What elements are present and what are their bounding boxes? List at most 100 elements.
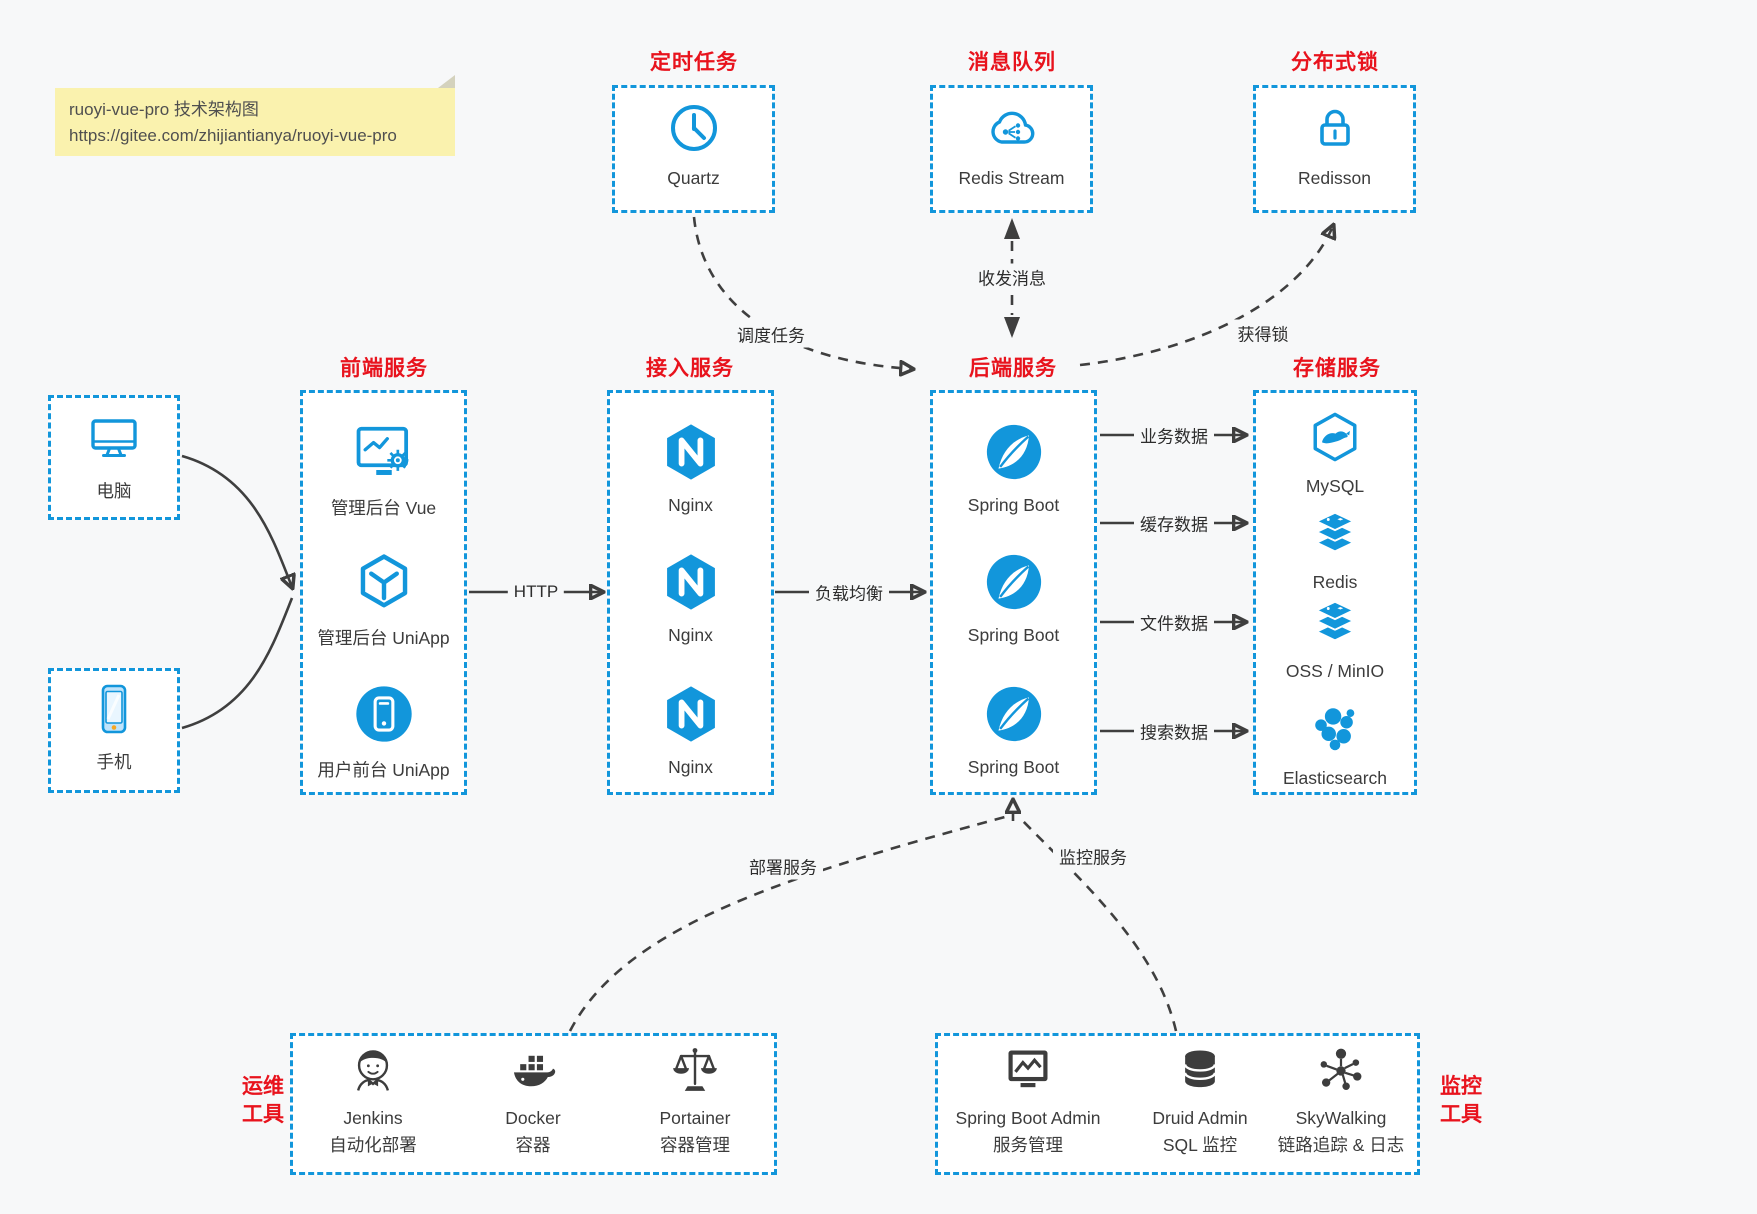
edge-label-search: 搜索数据 xyxy=(1134,717,1214,745)
springboot-node-2: Spring Boot xyxy=(933,551,1094,646)
monitor-chart-icon xyxy=(1002,1044,1054,1101)
mysql-dolphin-icon xyxy=(1308,410,1362,469)
elasticsearch-node: Elasticsearch xyxy=(1256,702,1414,789)
quartz-node: Quartz xyxy=(615,100,772,189)
group-title-distributed-lock: 分布式锁 xyxy=(1291,51,1379,74)
redisson-label: Redisson xyxy=(1298,168,1371,188)
docker-sub-label: 容器 xyxy=(515,1135,551,1155)
lock-icon xyxy=(1307,100,1363,161)
group-title-scheduled-tasks: 定时任务 xyxy=(650,51,738,74)
admin-screen-gear-icon xyxy=(353,421,415,488)
edge-label-cache: 缓存数据 xyxy=(1134,509,1214,537)
edge-label-schedule: 调度任务 xyxy=(731,320,811,348)
springboot-label-1: Spring Boot xyxy=(967,495,1060,515)
mysql-node: MySQL xyxy=(1256,410,1414,497)
phone-label: 手机 xyxy=(96,752,132,772)
schedule-task-arrow xyxy=(692,216,912,369)
clock-icon xyxy=(666,100,722,161)
springboot-node-3: Spring Boot xyxy=(933,683,1094,778)
redis-stream-label: Redis Stream xyxy=(958,168,1065,188)
oss-minio-label: OSS / MinIO xyxy=(1285,661,1385,681)
elasticsearch-label: Elasticsearch xyxy=(1282,768,1388,788)
edge-label-file: 文件数据 xyxy=(1134,608,1214,636)
nginx-node-3: Nginx xyxy=(610,683,771,778)
computer-node: 电脑 xyxy=(51,410,177,503)
phone-panel: 手机 xyxy=(48,668,180,793)
messaging-arrowhead-up xyxy=(1004,218,1020,239)
computer-label: 电脑 xyxy=(96,481,132,501)
group-title-access: 接入服务 xyxy=(646,357,734,380)
druid-admin-label: Druid Admin xyxy=(1152,1108,1248,1128)
springboot-label-2: Spring Boot xyxy=(967,625,1060,645)
group-title-frontend: 前端服务 xyxy=(340,357,428,380)
edge-label-messaging: 收发消息 xyxy=(972,263,1052,291)
mysql-label: MySQL xyxy=(1305,476,1365,496)
edge-label-load-balance: 负载均衡 xyxy=(809,578,889,606)
note-title: ruoyi-vue-pro 技术架构图 xyxy=(69,100,259,119)
skywalking-node: SkyWalking 链路追踪 & 日志 xyxy=(1256,1044,1426,1157)
monitor-service-arrow xyxy=(1020,818,1178,1032)
druid-admin-node: Druid Admin SQL 监控 xyxy=(1115,1044,1285,1157)
nginx-label-3: Nginx xyxy=(668,757,713,777)
mobile-icon xyxy=(86,681,142,742)
storage-panel: MySQL Redis OSS / MinIO Elasticsearch xyxy=(1253,390,1417,795)
skywalking-label: SkyWalking xyxy=(1295,1108,1387,1128)
sticky-note: ruoyi-vue-pro 技术架构图 https://gitee.com/zh… xyxy=(55,75,455,156)
redisson-panel: Redisson xyxy=(1253,85,1416,213)
docker-label: Docker xyxy=(505,1108,561,1128)
edge-label-business: 业务数据 xyxy=(1134,421,1214,449)
group-title-storage: 存储服务 xyxy=(1293,357,1381,380)
portainer-node: Portainer 容器管理 xyxy=(615,1044,775,1157)
monitoring-tools-panel: Spring Boot Admin 服务管理 Druid Admin SQL 监… xyxy=(935,1033,1420,1175)
spring-icon xyxy=(983,551,1045,618)
spring-boot-admin-label: Spring Boot Admin xyxy=(955,1108,1101,1128)
group-title-message-queue: 消息队列 xyxy=(968,51,1056,74)
spring-icon xyxy=(983,683,1045,750)
user-uniapp-label: 用户前台 UniApp xyxy=(317,760,450,780)
jenkins-label: Jenkins xyxy=(343,1108,403,1128)
jenkins-node: Jenkins 自动化部署 xyxy=(293,1044,453,1157)
note-url: https://gitee.com/zhijiantianya/ruoyi-vu… xyxy=(69,125,397,145)
nginx-label-2: Nginx xyxy=(668,625,713,645)
desktop-icon xyxy=(86,410,142,471)
scales-icon xyxy=(669,1044,721,1101)
nginx-label-1: Nginx xyxy=(668,495,713,515)
frontend-panel: 管理后台 Vue 管理后台 UniApp 用户前台 UniApp xyxy=(300,390,467,795)
admin-uniapp-node: 管理后台 UniApp xyxy=(303,551,464,650)
docker-node: Docker 容器 xyxy=(453,1044,613,1157)
circle-phone-icon xyxy=(353,683,415,750)
jenkins-icon xyxy=(347,1044,399,1101)
spring-boot-admin-sub-label: 服务管理 xyxy=(993,1135,1063,1155)
group-title-backend: 后端服务 xyxy=(969,357,1057,380)
user-uniapp-node: 用户前台 UniApp xyxy=(303,683,464,782)
group-title-ops-tools: 运维 工具 xyxy=(242,1075,284,1127)
nginx-icon xyxy=(660,421,722,488)
deploy-service-arrow xyxy=(568,815,1006,1032)
computer-to-frontend-arrow xyxy=(181,454,292,587)
edge-label-http: HTTP xyxy=(507,581,565,603)
admin-vue-label: 管理后台 Vue xyxy=(330,498,437,518)
edge-label-lock: 获得锁 xyxy=(1231,319,1295,347)
redis-label: Redis xyxy=(1312,572,1358,592)
edge-label-deploy: 部署服务 xyxy=(743,852,823,880)
admin-uniapp-label: 管理后台 UniApp xyxy=(317,628,450,648)
nginx-icon xyxy=(660,551,722,618)
redisson-node: Redisson xyxy=(1256,100,1413,189)
database-icon xyxy=(1174,1044,1226,1101)
messaging-arrowhead-down xyxy=(1004,317,1020,338)
nginx-node-1: Nginx xyxy=(610,421,771,516)
backend-panel: Spring Boot Spring Boot Spring Boot xyxy=(930,390,1097,795)
redis-stack-icon xyxy=(1308,506,1362,565)
spring-boot-admin-node: Spring Boot Admin 服务管理 xyxy=(943,1044,1113,1157)
edge-label-monitor: 监控服务 xyxy=(1053,842,1133,870)
admin-vue-node: 管理后台 Vue xyxy=(303,421,464,520)
note-fold-corner xyxy=(438,75,455,88)
redis-stream-node: Redis Stream xyxy=(933,100,1090,189)
quartz-panel: Quartz xyxy=(612,85,775,213)
spring-icon xyxy=(983,421,1045,488)
portainer-label: Portainer xyxy=(659,1108,731,1128)
access-panel: Nginx Nginx Nginx xyxy=(607,390,774,795)
springboot-label-3: Spring Boot xyxy=(967,757,1060,777)
